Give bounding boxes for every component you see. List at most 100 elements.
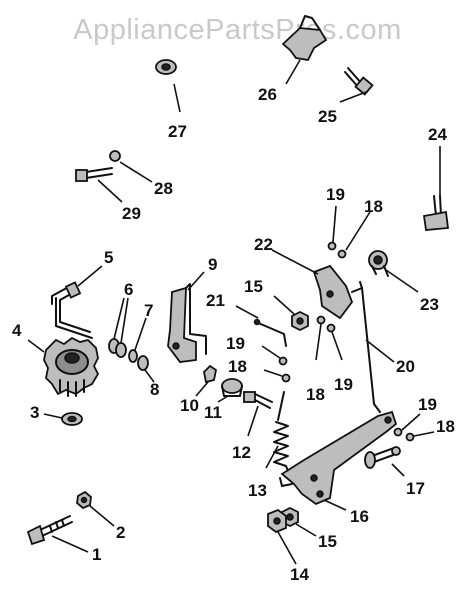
part-11-spacer (221, 378, 243, 397)
part-17-bolt (364, 446, 401, 469)
leader-1 (51, 535, 89, 553)
part-29-bolt (75, 167, 113, 182)
part-13-spring (273, 391, 291, 477)
part-3-washer (61, 412, 83, 426)
part-19-clip-upper (327, 241, 337, 251)
leader-19a (261, 345, 281, 359)
callout-18c: 18 (306, 385, 325, 404)
leader-6b (120, 297, 129, 344)
part-22-bracket (312, 264, 354, 320)
callout-9: 9 (208, 255, 217, 274)
part-18-washer-upper (337, 249, 347, 259)
leader-14 (277, 531, 297, 565)
callout-19a: 19 (226, 334, 245, 353)
callout-5: 5 (104, 248, 113, 267)
callout-19c: 19 (334, 375, 353, 394)
part-1-bolt (26, 515, 73, 546)
leader-21 (235, 305, 259, 319)
leader-18b (345, 211, 371, 251)
leader-8 (144, 369, 155, 383)
leader-25 (339, 91, 367, 103)
part-27-nut (155, 59, 177, 75)
callout-23: 23 (420, 295, 439, 314)
leader-18c (315, 323, 322, 361)
part-16-lever (279, 410, 398, 506)
callout-25: 25 (318, 107, 337, 126)
leader-11 (217, 395, 229, 403)
part-19-clip-left (278, 356, 288, 366)
leader-28 (119, 161, 153, 183)
part-5-shaft (51, 281, 93, 339)
part-26-bracket (281, 15, 328, 61)
part-24-bolt (422, 195, 450, 231)
watermark: AppliancePartsPros.com (73, 14, 402, 46)
callout-12: 12 (232, 443, 251, 462)
callout-15b: 15 (318, 532, 337, 551)
leader-17 (391, 463, 405, 477)
callout-24: 24 (428, 125, 447, 144)
leader-18a (263, 369, 283, 377)
leader-18d (413, 431, 435, 437)
callout-20: 20 (396, 357, 415, 376)
part-9-arm (167, 283, 207, 363)
callout-19d: 19 (418, 395, 437, 414)
leader-16 (323, 499, 347, 511)
leader-7 (134, 317, 147, 351)
callout-16: 16 (350, 507, 369, 526)
part-10-washer (203, 364, 218, 384)
callout-29: 29 (122, 204, 141, 223)
callout-17: 17 (406, 479, 425, 498)
part-18-washer-mid (316, 315, 326, 325)
callout-28: 28 (154, 179, 173, 198)
callout-18a: 18 (228, 357, 247, 376)
part-18-washer-lower (405, 432, 415, 442)
callout-1: 1 (92, 545, 101, 564)
part-18-washer-left (281, 373, 291, 383)
part-28-nut (109, 150, 121, 162)
part-15-nut-upper (291, 310, 309, 332)
leader-23 (385, 269, 419, 293)
leader-15b (295, 523, 317, 537)
part-19-clip-lower (393, 427, 403, 437)
leader-22 (271, 249, 319, 275)
leader-3 (43, 413, 63, 419)
callout-6: 6 (124, 280, 133, 299)
leader-19b (332, 205, 337, 243)
part-21-rod (253, 318, 287, 347)
callout-21: 21 (206, 291, 225, 310)
part-25-bolt (344, 67, 374, 96)
leader-10 (195, 381, 209, 397)
leader-26 (285, 59, 301, 85)
part-6-washers (108, 338, 127, 358)
callout-8: 8 (150, 380, 159, 399)
callout-19b: 19 (326, 185, 345, 204)
leader-2 (89, 505, 115, 527)
callout-27: 27 (168, 122, 187, 141)
part-2-nut (76, 490, 92, 510)
part-4-gear (43, 336, 100, 397)
callout-3: 3 (30, 403, 39, 422)
leader-29 (97, 179, 123, 203)
callout-18b: 18 (364, 197, 383, 216)
callout-11: 11 (204, 403, 222, 422)
callout-10: 10 (180, 396, 199, 415)
leader-19d (401, 413, 421, 431)
callout-2: 2 (116, 523, 125, 542)
part-12-screw (243, 391, 273, 409)
callout-18d: 18 (436, 417, 455, 436)
part-23-spring (368, 250, 389, 277)
callout-4: 4 (12, 321, 22, 340)
leader-19c (331, 331, 343, 361)
part-14-nut (267, 508, 287, 534)
callout-14: 14 (290, 565, 309, 584)
leader-12 (247, 405, 259, 437)
leader-13 (265, 445, 279, 469)
leader-27 (173, 83, 181, 113)
leader-20 (365, 339, 395, 363)
part-19-clip-mid (326, 323, 336, 333)
callout-15a: 15 (244, 277, 263, 296)
callout-13: 13 (248, 481, 267, 500)
leader-5 (77, 265, 103, 287)
